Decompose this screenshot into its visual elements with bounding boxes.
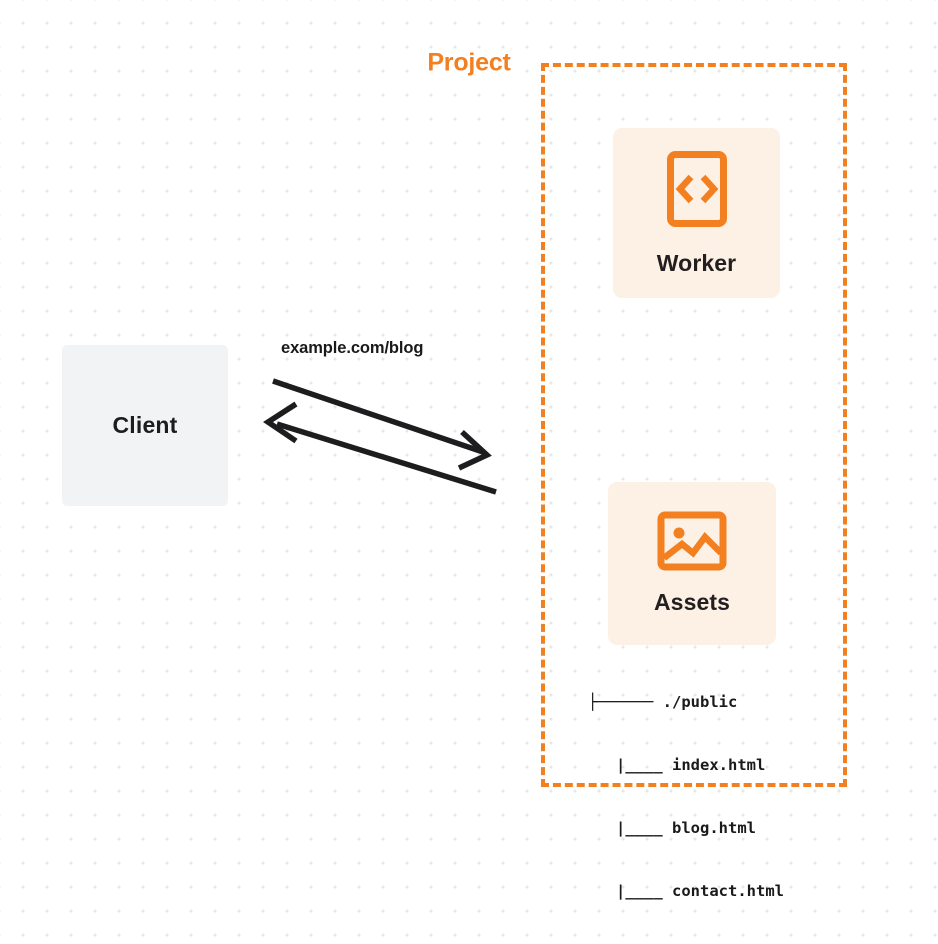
- code-brackets-icon: [666, 150, 727, 227]
- tree-root-name: ./public: [662, 693, 738, 711]
- project-container: [541, 63, 847, 787]
- tree-root-prefix: ├──────: [588, 693, 663, 711]
- node-assets-label: Assets: [653, 589, 731, 615]
- tree-item-prefix: |____: [588, 756, 672, 774]
- arrow-response: [263, 401, 497, 495]
- image-icon: [657, 511, 727, 571]
- assets-file-tree: ├────── ./public |____ index.html |____ …: [588, 650, 784, 944]
- project-title: Project: [420, 48, 518, 78]
- tree-item-name: contact.html: [672, 882, 784, 900]
- diagram-canvas: Client example.com/blog Project Worker: [62, 48, 847, 900]
- edge-label-request-url: example.com/blog: [281, 339, 424, 357]
- tree-item-name: blog.html: [672, 819, 756, 837]
- tree-item-prefix: |____: [588, 819, 672, 837]
- node-client[interactable]: Client: [62, 345, 228, 506]
- arrow-request: [272, 378, 492, 471]
- tree-item-prefix: |____: [588, 882, 672, 900]
- node-assets[interactable]: Assets: [608, 482, 776, 645]
- tree-row-root: ├────── ./public: [588, 692, 784, 713]
- node-worker-label: Worker: [656, 249, 737, 276]
- node-worker[interactable]: Worker: [613, 128, 780, 298]
- tree-row-item: |____ contact.html: [588, 881, 784, 902]
- tree-row-item: |____ blog.html: [588, 818, 784, 839]
- tree-item-name: index.html: [672, 756, 766, 774]
- tree-row-item: |____ index.html: [588, 755, 784, 776]
- node-client-label: Client: [112, 412, 178, 438]
